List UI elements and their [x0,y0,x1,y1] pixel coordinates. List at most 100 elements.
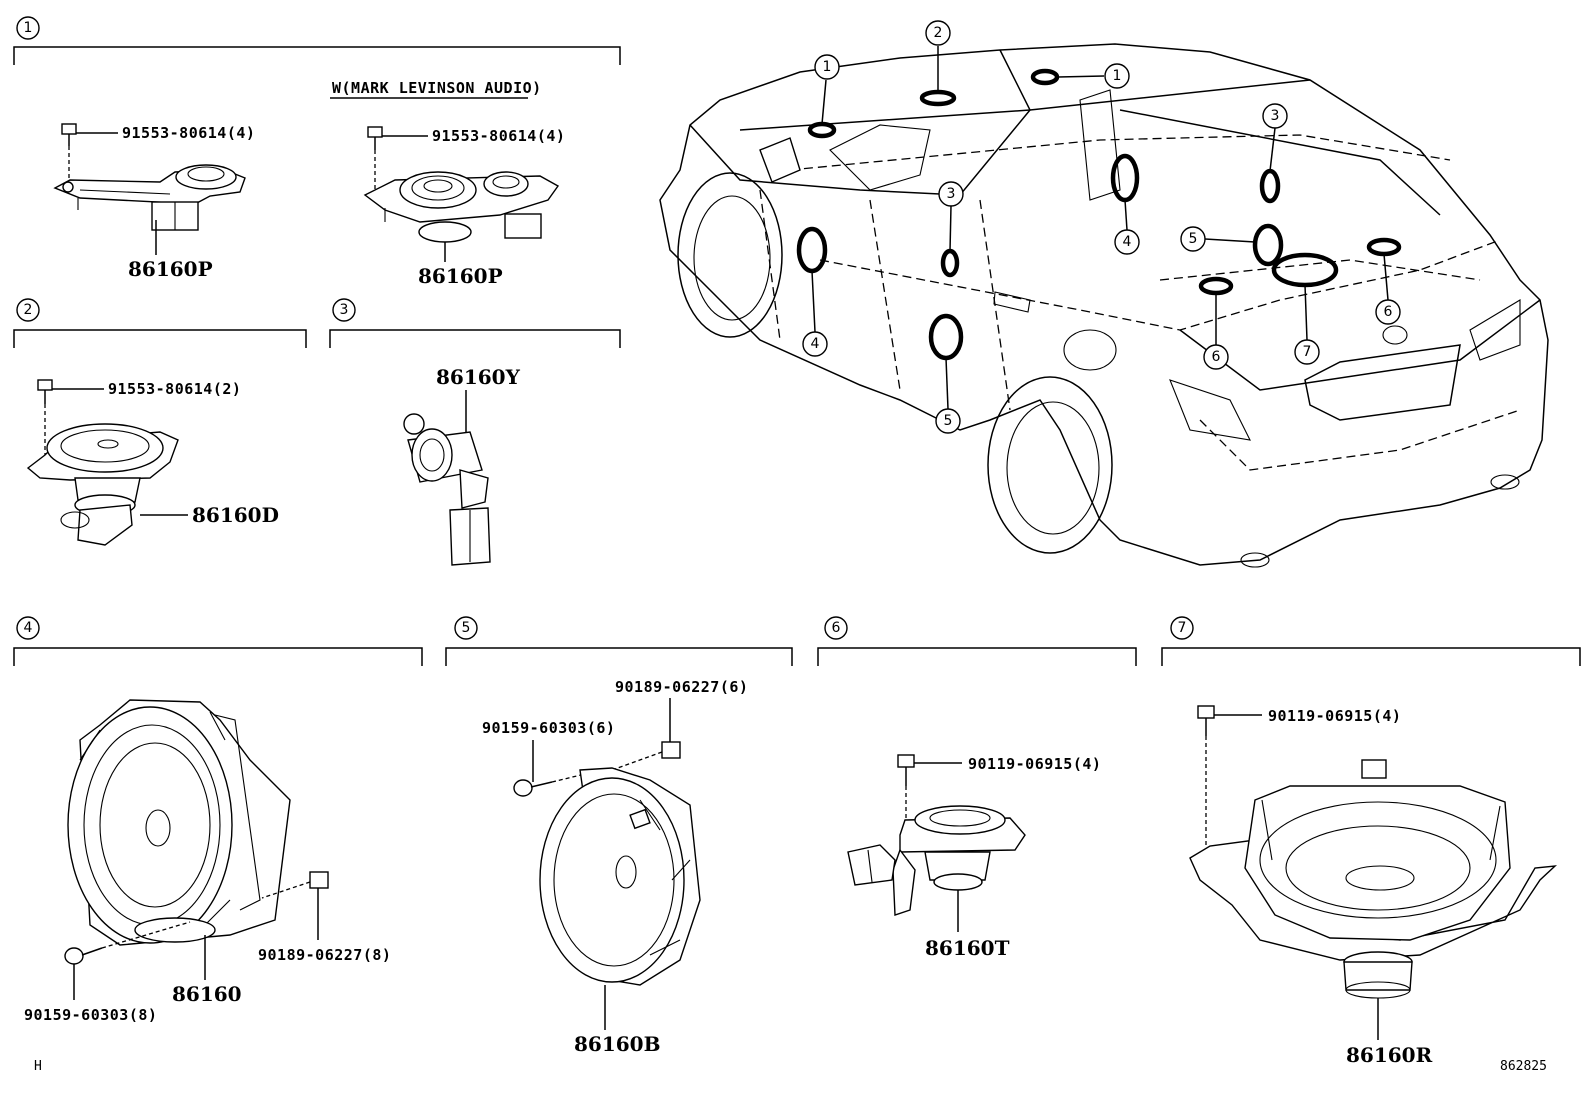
nut-90189-a-label: 90189-06227(8) [258,946,391,964]
ring-3-rear [1259,168,1281,204]
callout-6-left-number: 6 [1212,349,1221,365]
section-7-marker [1170,616,1194,640]
tweeter-86160t [847,805,1026,916]
ring-4-rear [1110,153,1140,203]
callout-2-number: 2 [934,25,943,41]
section-1: 1 W(MARK LEVINSON AUDIO) 91553-80614(4) … [13,16,621,288]
ring-7 [1271,252,1339,288]
section-3: 3 86160Y [329,298,621,566]
callout-6-right-number: 6 [1384,304,1393,320]
tweeter-86160p-mark-levinson [363,171,560,243]
callout-5-rear [1180,226,1206,252]
part-86160p-b-label: 86160P [418,264,503,288]
bolt-91553-c [37,379,104,462]
ring-5-rear [1252,223,1284,267]
ring-6-right [1366,237,1402,257]
section-5-number: 5 [462,620,471,636]
car-callout-leaders [811,46,1389,410]
section-4-number: 4 [24,620,33,636]
section-7-bracket [1161,647,1581,666]
section-2: 2 91553-80614(2) 86160D [13,298,307,546]
nut-90189-b-label: 90189-06227(6) [615,678,748,696]
emblem [1382,325,1408,345]
side-mirror [759,137,801,183]
callout-4-front [802,331,828,357]
footer-figure-code: 862825 [1500,1059,1547,1074]
speaker-86160 [67,699,291,946]
license-plate-frame [1304,344,1461,421]
car-callouts: 1 2 1 3 3 4 4 5 5 6 6 7 [802,20,1401,434]
ring-4-front [796,226,828,274]
part-86160t-label: 86160T [925,936,1010,960]
nut-90189-b [589,698,681,779]
section-4: 4 90159-60303(8) 90189-06227(8) 86160 [13,616,423,1024]
exhaust-left [1240,552,1270,568]
section-1-bracket [13,46,621,65]
section-5: 5 90189-06227(6) 90159-60303(6) 86160B [445,616,793,1056]
callout-4-rear [1114,229,1140,255]
callout-5-front [935,408,961,434]
callout-2 [925,20,951,46]
ring-3-front [940,248,960,278]
part-86160b-label: 86160B [574,1032,660,1056]
part-86160y-label: 86160Y [436,365,521,389]
rear-seat [1079,89,1121,201]
section-7: 7 90119-06915(4) 86160R [1161,616,1581,1067]
tweeter-86160p-standard [53,164,246,231]
section-6-marker [824,616,848,640]
callout-1-rear [1104,63,1130,89]
callout-7 [1294,339,1320,365]
front-seat [829,124,931,191]
callout-4-front-number: 4 [811,336,820,352]
callout-5-rear-number: 5 [1189,231,1198,247]
section-3-marker [332,298,356,322]
callout-3-rear [1262,103,1288,129]
callout-3-rear-number: 3 [1271,108,1280,124]
rear-glass [1119,109,1441,216]
part-86160p-a-label: 86160P [128,257,213,281]
section-1-note: W(MARK LEVINSON AUDIO) [332,79,542,97]
roof-rail [739,79,1311,131]
section-6-bracket [817,647,1137,666]
section-3-bracket [329,329,621,348]
door-handle [993,291,1031,313]
front-wheel [677,172,783,338]
bolt-90119-a [897,754,962,836]
screw-90159-a [64,921,191,1000]
callout-4-rear-number: 4 [1123,234,1132,250]
cabin-dashes [789,134,1451,171]
ring-5-front [928,313,964,361]
section-2-marker [16,298,40,322]
screw-90159-b [513,740,586,797]
tail-light-right [1469,299,1521,361]
section-4-bracket [13,647,423,666]
callout-1-front [814,54,840,80]
fuel-door [1063,329,1117,371]
part-86160r-label: 86160R [1346,1043,1433,1067]
bolt-91553-b-label: 91553-80614(4) [432,127,565,145]
section-1-marker [16,16,40,40]
bolt-90119-a-label: 90119-06915(4) [968,755,1101,773]
tweeter-86160y [403,413,491,566]
section-5-bracket [445,647,793,666]
door-lines [759,189,1011,411]
bolt-90119-b-label: 90119-06915(4) [1268,707,1401,725]
callout-6-left [1203,344,1229,370]
speaker-86160b [539,767,701,986]
nut-90189-a [261,871,329,940]
part-86160d-label: 86160D [192,503,279,527]
ring-1-rear [1030,68,1060,86]
bolt-91553-a [61,123,118,180]
bolt-91553-c-label: 91553-80614(2) [108,380,241,398]
section-6: 6 90119-06915(4) 86160T [817,616,1137,960]
bolt-91553-b [367,126,428,190]
speaker-86160r [1189,759,1557,999]
rear-wheel [987,376,1113,554]
callout-1-rear-number: 1 [1113,68,1122,84]
speaker-86160d [26,423,179,546]
screw-90159-b-label: 90159-60303(6) [482,719,615,737]
part-86160-label: 86160 [172,982,242,1006]
car-outline [659,43,1549,566]
callout-6-right [1375,299,1401,325]
